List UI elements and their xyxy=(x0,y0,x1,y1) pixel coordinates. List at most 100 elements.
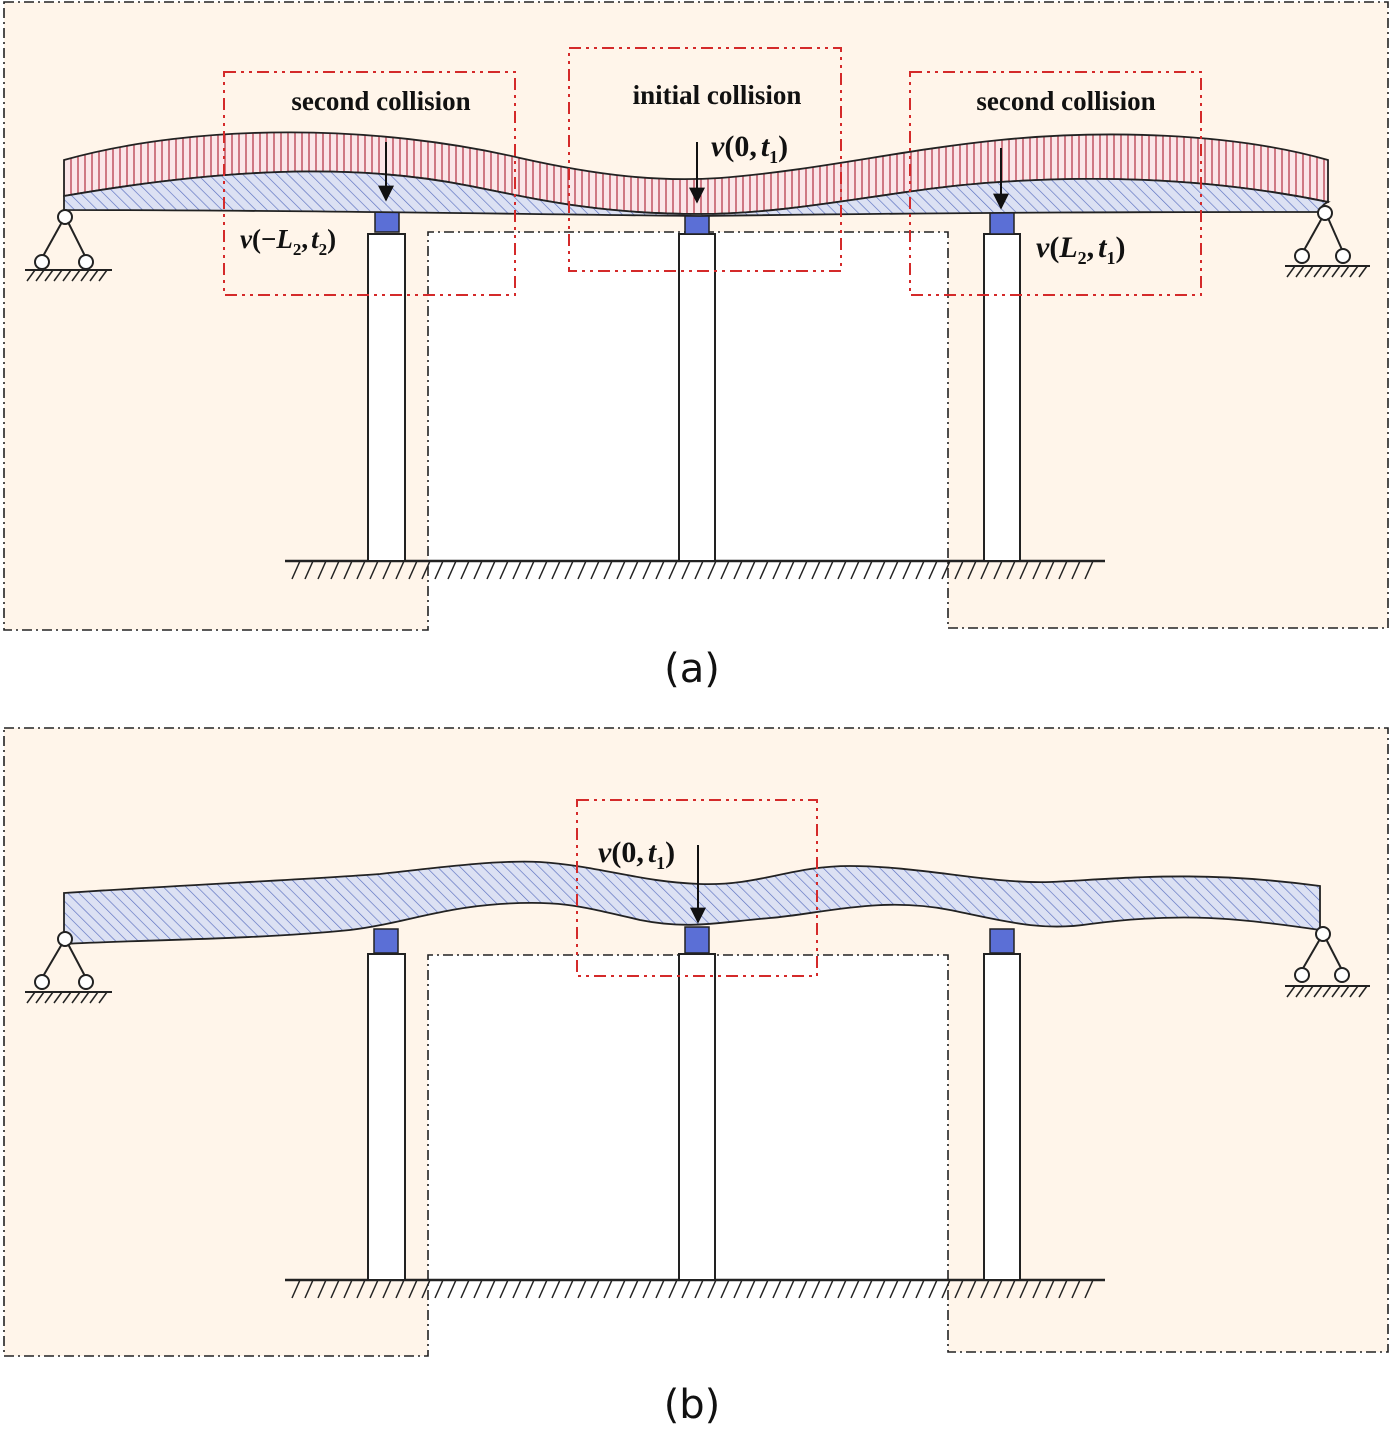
math-v-center-b: v(0,t1) xyxy=(598,836,675,873)
hatch-tick xyxy=(71,991,81,1004)
hatch-tick xyxy=(382,1279,392,1299)
hatch-tick xyxy=(486,560,496,580)
hatch-tick xyxy=(1071,560,1081,580)
hatch-tick xyxy=(499,1279,509,1299)
hatch-tick xyxy=(486,1279,496,1299)
hatch-tick xyxy=(1340,985,1350,998)
hatch-tick xyxy=(525,560,535,580)
hatch-tick xyxy=(902,1279,912,1299)
hatch-tick xyxy=(1006,560,1016,580)
hatch-tick xyxy=(1340,265,1350,278)
hatch-tick xyxy=(811,1279,821,1299)
hatch-tick xyxy=(642,560,652,580)
hatch-tick xyxy=(590,1279,600,1299)
hatch-tick xyxy=(863,1279,873,1299)
hatch-tick xyxy=(473,560,483,580)
bearing-right-b xyxy=(989,928,1015,954)
hatch-tick xyxy=(954,1279,964,1299)
hatch-tick xyxy=(876,1279,886,1299)
panel-a: second collision initial collision secon… xyxy=(3,1,1389,692)
pier-center-a xyxy=(678,233,716,562)
hatch-tick xyxy=(863,560,873,580)
hatch-tick xyxy=(1084,1279,1094,1299)
hatch-tick xyxy=(369,560,379,580)
hatch-tick xyxy=(785,560,795,580)
hatch-tick xyxy=(291,560,301,580)
hatch-tick xyxy=(1032,1279,1042,1299)
hatch-tick xyxy=(798,1279,808,1299)
pier-right-a xyxy=(983,233,1021,562)
hatch-tick xyxy=(616,560,626,580)
hatch-tick xyxy=(447,1279,457,1299)
hatch-tick xyxy=(720,560,730,580)
hatch-tick xyxy=(668,560,678,580)
hatch-tick xyxy=(629,1279,639,1299)
hatch-tick xyxy=(824,560,834,580)
hatch-tick xyxy=(71,269,81,282)
hatch-tick xyxy=(941,1279,951,1299)
collision-box-center-b xyxy=(576,799,818,977)
hatch-tick xyxy=(889,1279,899,1299)
hatch-tick xyxy=(382,560,392,580)
hatch-tick xyxy=(408,560,418,580)
caption-a: (a) xyxy=(664,646,720,692)
hatch-tick xyxy=(616,1279,626,1299)
hatch-tick xyxy=(44,991,54,1004)
hatch-tick xyxy=(291,1279,301,1299)
right-support-b xyxy=(1285,926,1370,998)
hatch-tick xyxy=(460,1279,470,1299)
hatch-tick xyxy=(928,560,938,580)
hatch-tick xyxy=(980,1279,990,1299)
hatch-tick xyxy=(889,560,899,580)
hatch-tick xyxy=(304,1279,314,1299)
hatch-tick xyxy=(1058,560,1068,580)
hatch-tick xyxy=(538,1279,548,1299)
hatch-tick xyxy=(395,560,405,580)
hatch-tick xyxy=(304,560,314,580)
hatch-tick xyxy=(89,991,99,1004)
hatch-tick xyxy=(668,1279,678,1299)
label-second-collision-left: second collision xyxy=(291,86,470,116)
left-support-a xyxy=(25,209,112,282)
hatch-tick xyxy=(26,991,36,1004)
hatch-tick xyxy=(980,560,990,580)
panel-b: v(0,t1) (b) xyxy=(3,727,1389,1428)
hatch-tick xyxy=(434,560,444,580)
hatch-tick xyxy=(53,991,63,1004)
hatch-tick xyxy=(1084,560,1094,580)
math-v-center-a: v(0,t1) xyxy=(711,130,788,167)
hatch-tick xyxy=(590,560,600,580)
hatch-tick xyxy=(525,1279,535,1299)
hatch-tick xyxy=(993,560,1003,580)
math-v-left-a: v(−L2,t2) xyxy=(240,224,336,259)
hatch-tick xyxy=(408,1279,418,1299)
hatch-tick xyxy=(1045,1279,1055,1299)
hatch-tick xyxy=(655,560,665,580)
hatch-tick xyxy=(62,269,72,282)
hatch-tick xyxy=(564,560,574,580)
hatch-tick xyxy=(53,269,63,282)
hatch-tick xyxy=(642,1279,652,1299)
hatch-tick xyxy=(785,1279,795,1299)
hatch-tick xyxy=(1295,265,1305,278)
hatch-tick xyxy=(720,1279,730,1299)
right-support-a xyxy=(1285,205,1370,278)
hatch-tick xyxy=(837,1279,847,1299)
hatch-tick xyxy=(98,269,108,282)
hatch-tick xyxy=(317,1279,327,1299)
hatch-tick xyxy=(512,560,522,580)
hatch-tick xyxy=(538,560,548,580)
hatch-tick xyxy=(629,560,639,580)
hatch-tick xyxy=(681,560,691,580)
hatch-tick xyxy=(62,991,72,1004)
hatch-tick xyxy=(1019,560,1029,580)
hatch-tick xyxy=(837,560,847,580)
hatch-tick xyxy=(330,560,340,580)
hatch-tick xyxy=(733,560,743,580)
hatch-tick xyxy=(694,1279,704,1299)
deflected-deck-a xyxy=(63,170,1331,217)
collision-box-left-a xyxy=(223,71,516,296)
hatch-tick xyxy=(499,560,509,580)
hatch-tick xyxy=(577,560,587,580)
hatch-tick xyxy=(850,1279,860,1299)
